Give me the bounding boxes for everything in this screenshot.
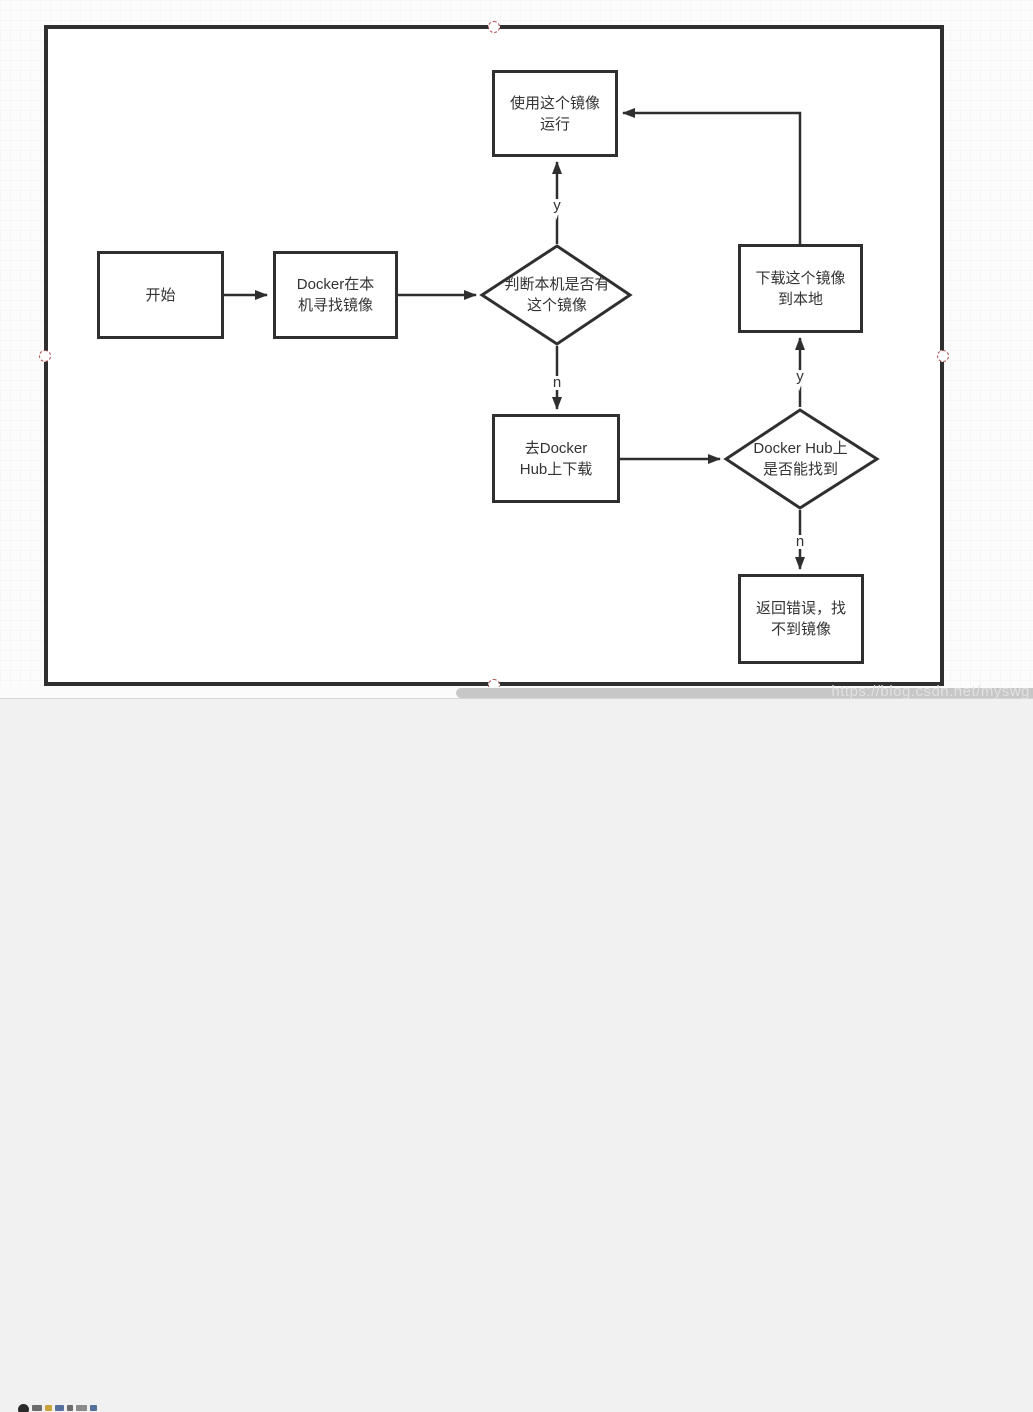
horizontal-scrollbar[interactable]: [0, 687, 1033, 699]
cutoff-text-fragment: [90, 1405, 97, 1411]
node-find-local[interactable]: Docker在本 机寻找镜像: [273, 251, 398, 339]
diagram-page[interactable]: y n y n 开始 Docker在本 机寻找镜像 使用这个镜像 运行 去Doc…: [44, 25, 944, 686]
edge-label-hub-yes: y: [796, 368, 804, 385]
cutoff-text-fragment: [55, 1405, 64, 1411]
cutoff-bottom-item: [18, 1404, 97, 1412]
selection-handle-right[interactable]: [937, 350, 949, 362]
edge-download-to-run[interactable]: [622, 108, 802, 244]
node-goto-hub[interactable]: 去Docker Hub上下载: [492, 414, 620, 503]
cutoff-text-fragment: [76, 1405, 87, 1411]
selection-handle-left[interactable]: [39, 350, 51, 362]
diagram-canvas: y n y n 开始 Docker在本 机寻找镜像 使用这个镜像 运行 去Doc…: [48, 29, 940, 682]
cutoff-text-fragment: [45, 1405, 52, 1411]
cutoff-avatar-icon: [18, 1404, 29, 1412]
node-decision-local-shape[interactable]: [479, 244, 633, 346]
node-return-error[interactable]: 返回错误，找 不到镜像: [738, 574, 864, 664]
bottom-strip: [0, 699, 1033, 1412]
flow-connectors: y n y n: [224, 108, 880, 570]
node-download-image[interactable]: 下载这个镜像 到本地: [738, 244, 863, 333]
selection-handle-top[interactable]: [488, 21, 500, 33]
edge-label-local-yes: y: [553, 197, 561, 214]
cutoff-text-fragment: [67, 1405, 73, 1411]
node-run-image[interactable]: 使用这个镜像 运行: [492, 70, 618, 157]
edge-label-hub-no: n: [796, 533, 804, 550]
node-decision-hub-shape[interactable]: [723, 408, 880, 510]
node-start[interactable]: 开始: [97, 251, 224, 339]
cutoff-text-fragment: [32, 1405, 42, 1411]
edge-label-local-no: n: [553, 374, 561, 391]
horizontal-scrollbar-thumb[interactable]: [456, 688, 1033, 698]
